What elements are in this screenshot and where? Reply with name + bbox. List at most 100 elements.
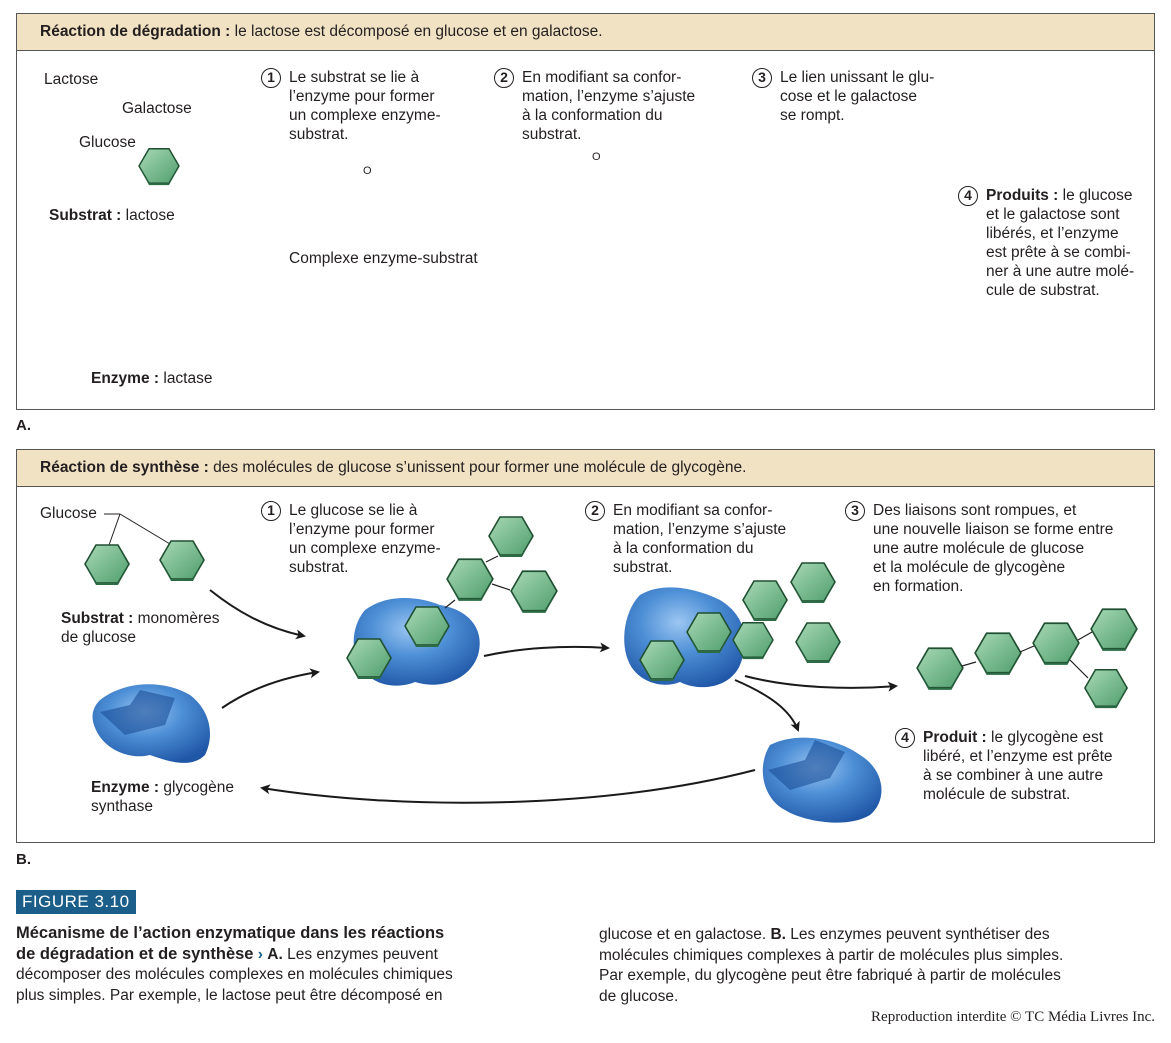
step-number: 2 — [494, 68, 514, 88]
step-number: 1 — [261, 68, 281, 88]
substrat-label-b-line2: de glucose — [61, 629, 136, 646]
panel-b-letter: B. — [16, 851, 31, 868]
step-line: et le galactose sont — [986, 206, 1120, 223]
caption-line2: de dégradation et de synthèse › A. Les e… — [16, 944, 438, 965]
bond-o-1: O — [363, 165, 372, 177]
step-text: Produit : le glycogène est libéré, et l’… — [923, 728, 1113, 804]
step-text: Des liaisons sont rompues, et une nouvel… — [873, 501, 1113, 596]
enzyme-label-a-bold: Enzyme : — [91, 370, 160, 387]
complexe-label: Complexe enzyme-substrat — [289, 250, 478, 267]
caption-right-text-b: Les enzymes peuvent synthétiser des — [785, 926, 1050, 943]
glucose-label: Glucose — [79, 134, 136, 151]
step-text: Le glucose se lie à l’enzyme pour former… — [289, 501, 441, 577]
panel-a: Réaction de dégradation : le lactose est… — [16, 13, 1155, 410]
step-line: cose et le galactose — [780, 88, 918, 105]
substrat-label-b: Substrat : monomères — [61, 609, 220, 628]
caption-arrow-icon: › — [257, 946, 263, 963]
step-bold: Produits : — [986, 187, 1059, 204]
step-number: 4 — [958, 186, 978, 206]
panel-b-header: Réaction de synthèse : des molécules de … — [17, 450, 1154, 487]
step-line: à la conformation du — [613, 540, 754, 557]
caption-line4: plus simples. Par exemple, le lactose pe… — [16, 987, 443, 1004]
step-bold: Produit : — [923, 729, 987, 746]
step-line: mation, l’enzyme s’ajuste — [613, 521, 787, 538]
panel-b-header-title: Réaction de synthèse : — [40, 459, 209, 476]
enzyme-label-b-line2: synthase — [91, 798, 154, 815]
substrat-label-text: lactose — [121, 207, 175, 224]
step-line: le glycogène est — [986, 729, 1104, 746]
figure-label: FIGURE 3.10 — [16, 890, 136, 914]
panel-b: Réaction de synthèse : des molécules de … — [16, 449, 1155, 843]
step-line: se rompt. — [780, 107, 845, 124]
caption-line3: décomposer des molécules complexes en mo… — [16, 966, 453, 983]
panel-a-header-title: Réaction de dégradation : — [40, 23, 231, 40]
step-line: le glucose — [1058, 187, 1133, 204]
caption-title-line2: de dégradation et de synthèse — [16, 945, 254, 963]
caption-b-label: B. — [770, 926, 786, 943]
caption-title-line1: Mécanisme de l’action enzymatique dans l… — [16, 924, 445, 942]
caption-right-text-a: glucose et en galactose. — [599, 926, 771, 943]
step-line: une autre molécule de glucose — [873, 540, 1085, 557]
substrat-label-b-text: monomères — [133, 610, 220, 627]
copyright-notice: Reproduction interdite © TC Média Livres… — [871, 1009, 1155, 1025]
step-line: une nouvelle liaison se forme entre — [873, 521, 1114, 538]
step-number: 3 — [845, 501, 865, 521]
step-line: substrat. — [289, 559, 349, 576]
step-line: substrat. — [289, 126, 349, 143]
caption-right-line4: de glucose. — [599, 988, 679, 1005]
lactose-label: Lactose — [44, 71, 99, 88]
enzyme-label-a: Enzyme : lactase — [91, 369, 212, 388]
step-line: l’enzyme pour former — [289, 521, 435, 538]
caption-a-text: Les enzymes peuvent — [282, 946, 438, 963]
step-text: En modifiant sa confor- mation, l’enzyme… — [613, 501, 786, 577]
galactose-label: Galactose — [122, 100, 192, 117]
enzyme-label-b-bold: Enzyme : — [91, 779, 160, 796]
step-text: Produits : le glucose et le galactose so… — [986, 186, 1134, 300]
step-line: libérés, et l’enzyme — [986, 225, 1119, 242]
substrat-label-bold: Substrat : — [49, 207, 122, 224]
step-text: Le substrat se lie à l’enzyme pour forme… — [289, 68, 441, 144]
substrat-label-b-bold: Substrat : — [61, 610, 134, 627]
step-number: 4 — [895, 728, 915, 748]
step-line: cule de substrat. — [986, 282, 1100, 299]
caption-right-line2: molécules chimiques complexes à partir d… — [599, 947, 1064, 964]
step-line: est prête à se combi- — [986, 244, 1131, 261]
caption-right-line3: Par exemple, du glycogène peut être fabr… — [599, 967, 1061, 984]
enzyme-label-b-text: glycogène — [159, 779, 235, 796]
step-line: Le substrat se lie à — [289, 69, 420, 86]
step-line: En modifiant sa confor- — [613, 502, 773, 519]
step-line: Le glucose se lie à — [289, 502, 418, 519]
bond-o-2: O — [592, 151, 601, 163]
step-line: en formation. — [873, 578, 964, 595]
step-line: l’enzyme pour former — [289, 88, 435, 105]
step-line: à la conformation du — [522, 107, 663, 124]
step-line: mation, l’enzyme s’ajuste — [522, 88, 696, 105]
caption-a-label: A. — [267, 946, 283, 963]
step-line: à se combiner à une autre — [923, 767, 1104, 784]
step-number: 1 — [261, 501, 281, 521]
enzyme-label-a-text: lactase — [159, 370, 213, 387]
step-text: Le lien unissant le glu- cose et le gala… — [780, 68, 934, 125]
step-line: ner à une autre molé- — [986, 263, 1135, 280]
panel-a-header: Réaction de dégradation : le lactose est… — [17, 14, 1154, 51]
step-line: Des liaisons sont rompues, et — [873, 502, 1077, 519]
substrat-label: Substrat : lactose — [49, 206, 175, 225]
panel-b-graphics — [84, 513, 1138, 823]
step-line: substrat. — [613, 559, 673, 576]
step-line: Le lien unissant le glu- — [780, 69, 935, 86]
step-line: un complexe enzyme- — [289, 107, 441, 124]
step-number: 2 — [585, 501, 605, 521]
step-line: molécule de substrat. — [923, 786, 1071, 803]
step-line: substrat. — [522, 126, 582, 143]
step-line: En modifiant sa confor- — [522, 69, 682, 86]
glucose-label-b: Glucose — [40, 505, 97, 522]
panel-a-letter: A. — [16, 417, 31, 434]
panel-b-header-text: des molécules de glucose s’unissent pour… — [208, 459, 747, 476]
step-number: 3 — [752, 68, 772, 88]
panel-a-header-text: le lactose est décomposé en glucose et e… — [230, 23, 603, 40]
step-line: un complexe enzyme- — [289, 540, 441, 557]
step-text: En modifiant sa confor- mation, l’enzyme… — [522, 68, 695, 144]
caption-right-line1: glucose et en galactose. B. Les enzymes … — [599, 925, 1050, 945]
step-line: libéré, et l’enzyme est prête — [923, 748, 1113, 765]
step-line: et la molécule de glycogène — [873, 559, 1066, 576]
